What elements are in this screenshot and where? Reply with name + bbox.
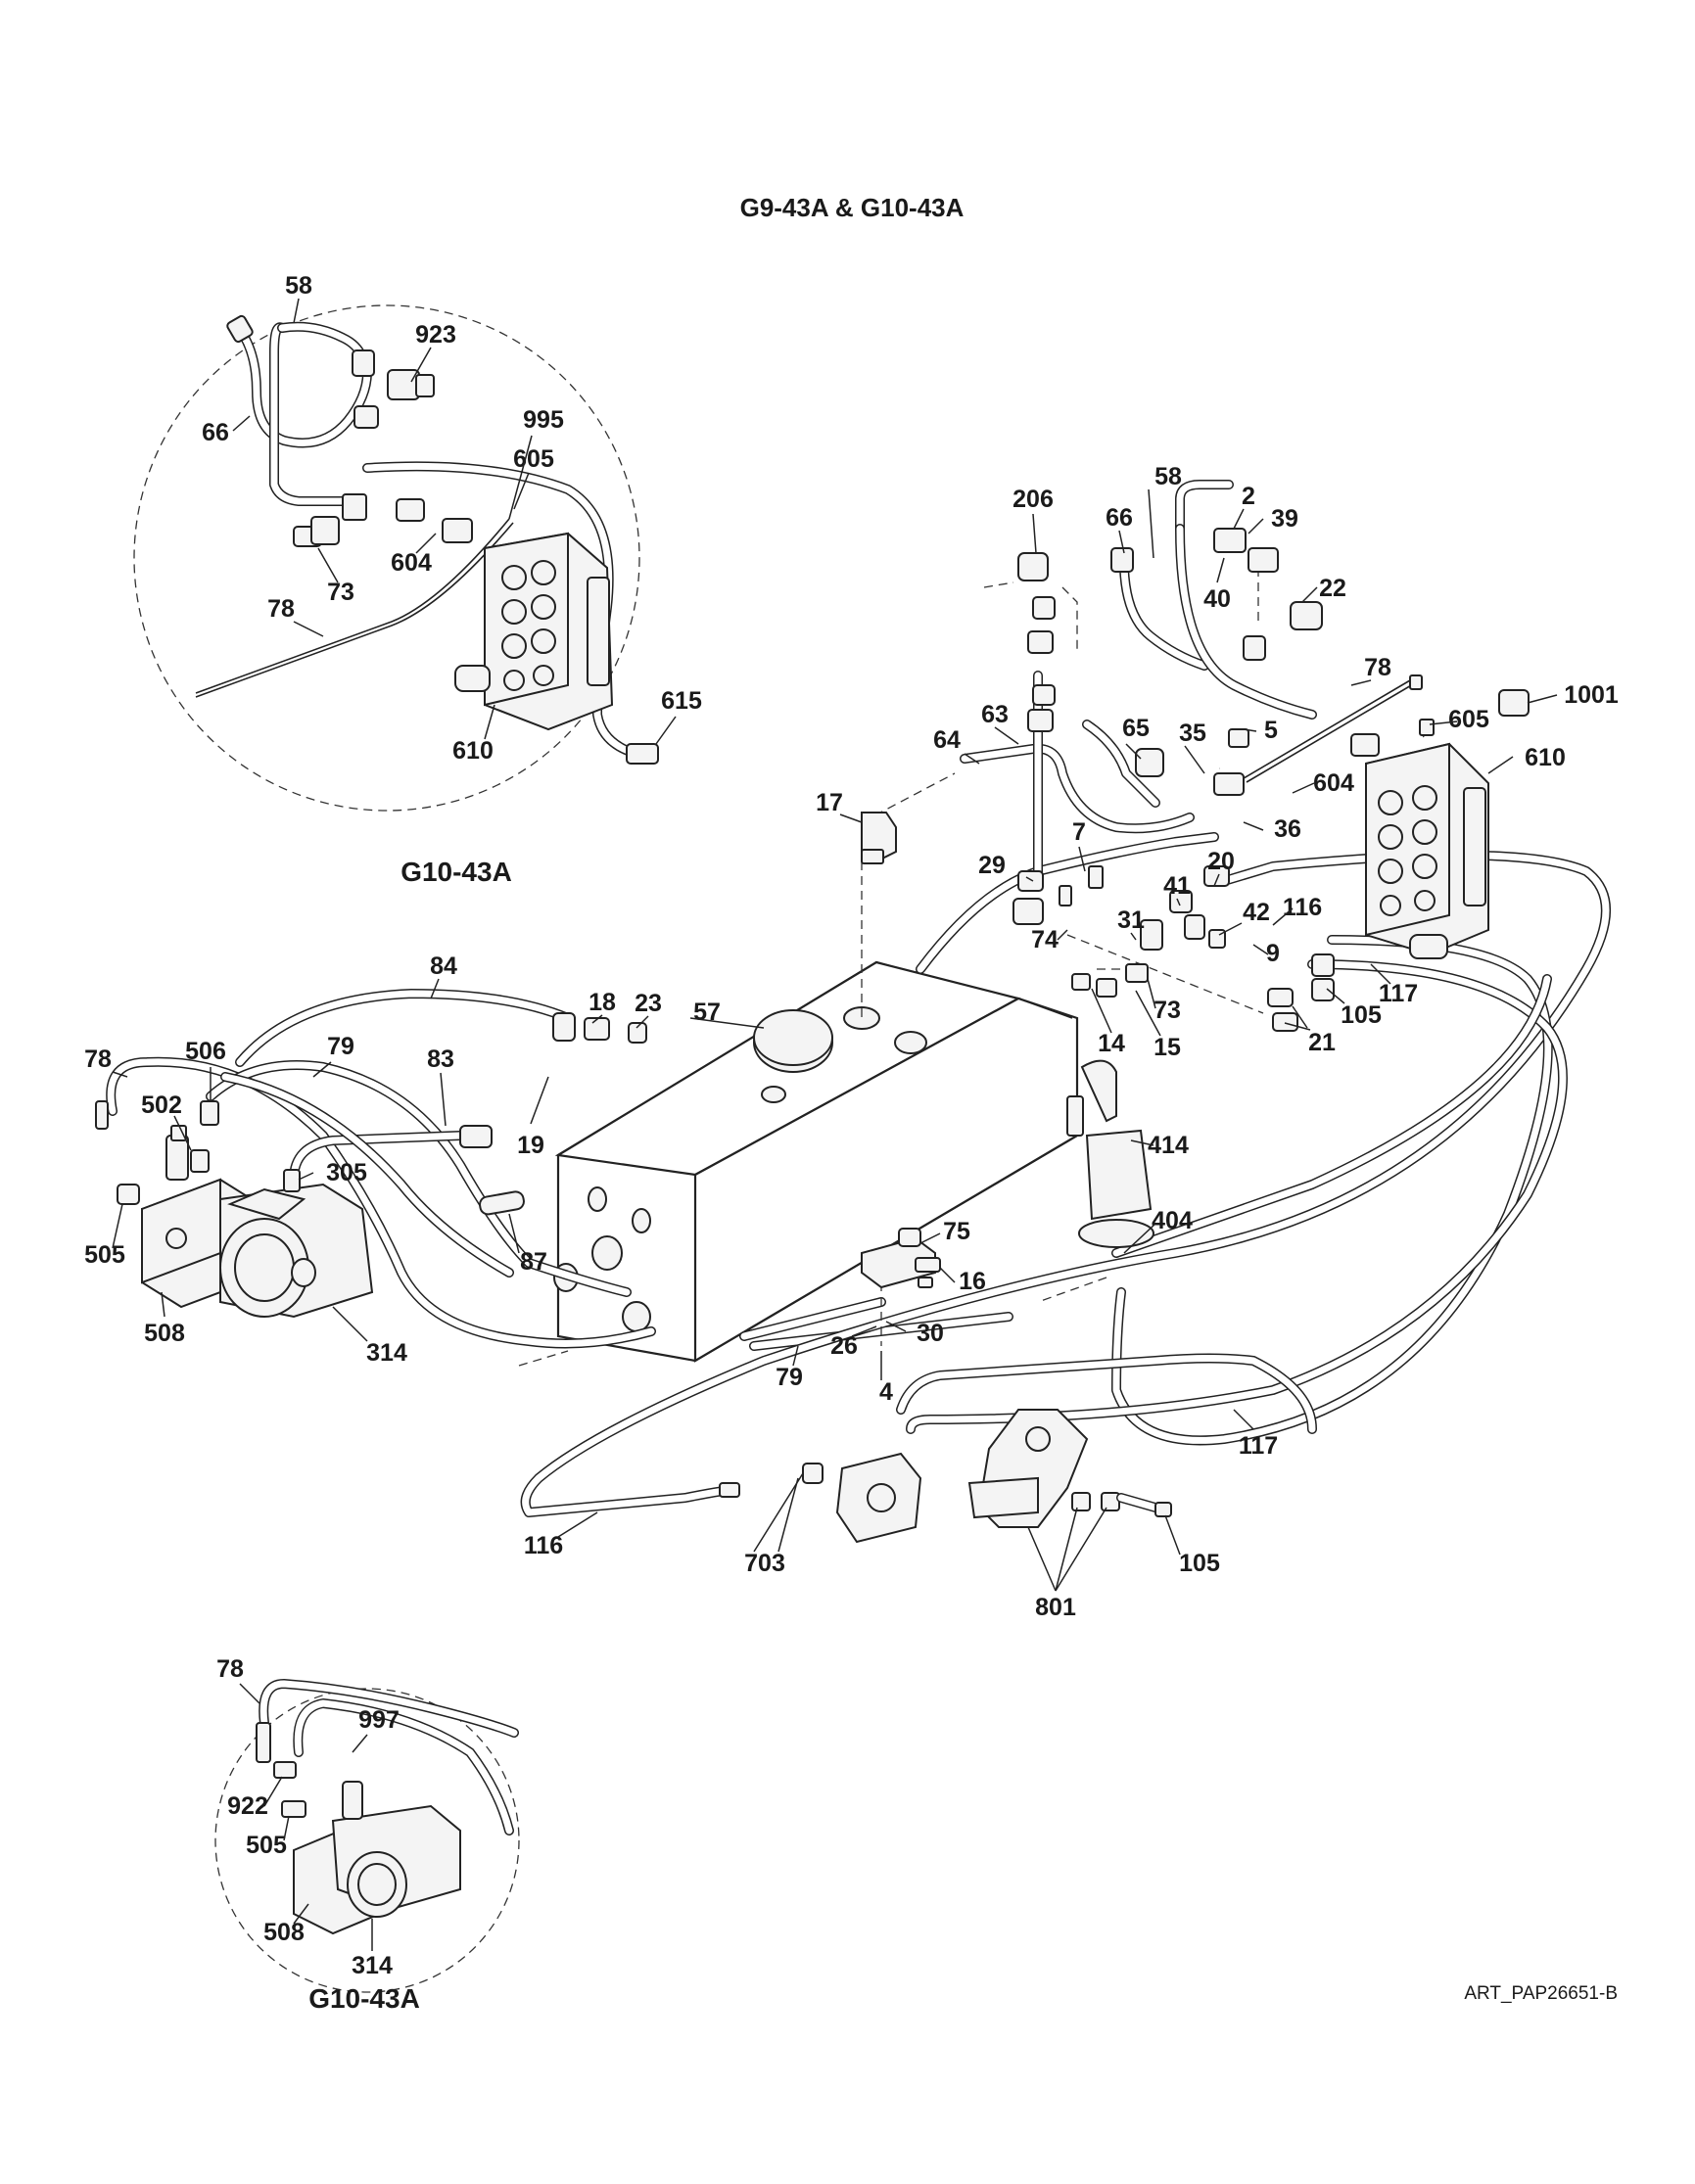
callout-label: 22 bbox=[1319, 575, 1346, 602]
callout-label: 801 bbox=[1035, 1594, 1076, 1621]
callout-label: 506 bbox=[185, 1038, 226, 1065]
valve-inset-boundary bbox=[133, 304, 640, 812]
callout-label: 922 bbox=[227, 1792, 268, 1820]
callout-label: 58 bbox=[285, 272, 312, 300]
callout-label: 78 bbox=[1364, 654, 1391, 681]
callout-label: 305 bbox=[326, 1159, 367, 1186]
callout-label: 615 bbox=[661, 687, 702, 715]
callout-label: 18 bbox=[589, 989, 616, 1016]
callout-label: 78 bbox=[216, 1655, 244, 1683]
callout-label: 78 bbox=[267, 595, 295, 623]
callout-label: 64 bbox=[933, 726, 961, 754]
callout-label: 997 bbox=[358, 1706, 400, 1734]
callout-label: 29 bbox=[978, 852, 1006, 879]
callout-label: 117 bbox=[1379, 980, 1418, 1007]
callout-label: 66 bbox=[202, 419, 229, 446]
callout-label: 414 bbox=[1148, 1132, 1189, 1159]
callout-label: 83 bbox=[427, 1046, 454, 1073]
callout-label: 42 bbox=[1243, 899, 1270, 926]
callout-label: 23 bbox=[635, 990, 662, 1017]
callout-label: 74 bbox=[1031, 926, 1059, 953]
callout-label: 84 bbox=[430, 953, 457, 980]
callout-label: 505 bbox=[84, 1241, 125, 1269]
main-control-valve-bank bbox=[1365, 742, 1489, 959]
callout-label: 604 bbox=[1313, 769, 1354, 797]
pump-inset bbox=[214, 1679, 520, 1993]
callout-label: 117 bbox=[1239, 1432, 1278, 1460]
callout-label: 505 bbox=[246, 1832, 287, 1859]
callout-label: 21 bbox=[1308, 1029, 1336, 1056]
valve-inset-callouts: 58 923 66 995 605 604 73 78 615 610 bbox=[202, 272, 702, 765]
callout-label: 995 bbox=[523, 406, 564, 434]
callout-label: 605 bbox=[1448, 706, 1489, 733]
callout-label: 502 bbox=[141, 1092, 182, 1119]
callout-label: 17 bbox=[816, 789, 843, 816]
pump-inset-callouts: 78 997 922 505 508 314 bbox=[216, 1655, 400, 1979]
callout-label: 314 bbox=[366, 1339, 407, 1367]
callout-label: 36 bbox=[1274, 815, 1301, 843]
callout-label: 65 bbox=[1122, 715, 1150, 742]
valve-inset-title: G10-43A bbox=[400, 857, 512, 887]
callout-label: 314 bbox=[352, 1952, 393, 1979]
valve-block bbox=[861, 1228, 941, 1289]
control-valve-bank bbox=[454, 532, 614, 731]
callout-label: 73 bbox=[1154, 997, 1181, 1024]
main-assembly bbox=[95, 480, 1611, 1544]
valve-inset bbox=[133, 304, 659, 812]
callout-label: 610 bbox=[1525, 744, 1566, 771]
callout-label: 5 bbox=[1264, 717, 1278, 744]
steering-unit bbox=[802, 1452, 922, 1544]
callout-label: 26 bbox=[830, 1332, 858, 1360]
callout-label: 116 bbox=[1283, 894, 1322, 921]
callout-label: 404 bbox=[1152, 1207, 1193, 1234]
brake-valve bbox=[967, 1409, 1172, 1528]
callout-label: 79 bbox=[776, 1364, 803, 1391]
callout-label: 79 bbox=[327, 1033, 354, 1060]
callout-label: 58 bbox=[1154, 463, 1182, 490]
callout-label: 63 bbox=[981, 701, 1009, 728]
callout-label: 116 bbox=[524, 1532, 563, 1559]
callout-label: 41 bbox=[1163, 872, 1191, 900]
callout-label: 16 bbox=[959, 1268, 986, 1295]
callout-label: 206 bbox=[1012, 486, 1054, 513]
art-code: ART_PAP26651-B bbox=[1464, 1983, 1618, 2004]
callout-label: 105 bbox=[1179, 1550, 1220, 1577]
pump-inset-title: G10-43A bbox=[308, 1983, 420, 2014]
callout-label: 7 bbox=[1072, 818, 1086, 846]
callout-label: 105 bbox=[1341, 1001, 1382, 1029]
callout-label: 30 bbox=[917, 1320, 944, 1347]
callout-label: 14 bbox=[1098, 1030, 1125, 1057]
callout-label: 75 bbox=[943, 1218, 970, 1245]
hydraulic-pump bbox=[141, 1125, 374, 1319]
callout-label: 87 bbox=[520, 1248, 547, 1276]
callout-label: 78 bbox=[84, 1046, 112, 1073]
callout-label: 35 bbox=[1179, 720, 1206, 747]
callout-label: 66 bbox=[1106, 504, 1133, 532]
hydraulic-tank bbox=[553, 960, 1079, 1363]
joystick bbox=[1078, 1059, 1154, 1248]
pump-inset-boundary bbox=[214, 1688, 520, 1993]
callout-label: 703 bbox=[744, 1550, 785, 1577]
callout-label: 19 bbox=[517, 1132, 544, 1159]
callout-label: 40 bbox=[1203, 585, 1231, 613]
callout-label: 604 bbox=[391, 549, 432, 577]
diagram-title: G9-43A & G10-43A bbox=[740, 193, 965, 222]
main-callouts: 206 58 2 39 66 40 22 78 605 1001 63 65 3… bbox=[84, 463, 1619, 1621]
callout-label: 73 bbox=[327, 579, 354, 606]
callout-label: 508 bbox=[144, 1320, 185, 1347]
callout-label: 605 bbox=[513, 445, 554, 473]
callout-label: 2 bbox=[1242, 483, 1255, 510]
callout-label: 508 bbox=[263, 1919, 305, 1946]
callout-label: 9 bbox=[1266, 940, 1280, 967]
callout-label: 15 bbox=[1154, 1034, 1181, 1061]
callout-label: 20 bbox=[1207, 848, 1235, 875]
callout-label: 4 bbox=[879, 1378, 893, 1406]
callout-label: 610 bbox=[452, 737, 494, 765]
callout-label: 39 bbox=[1271, 505, 1298, 533]
callout-label: 1001 bbox=[1564, 681, 1619, 709]
callout-label: 31 bbox=[1117, 906, 1145, 934]
callout-label: 923 bbox=[415, 321, 456, 349]
